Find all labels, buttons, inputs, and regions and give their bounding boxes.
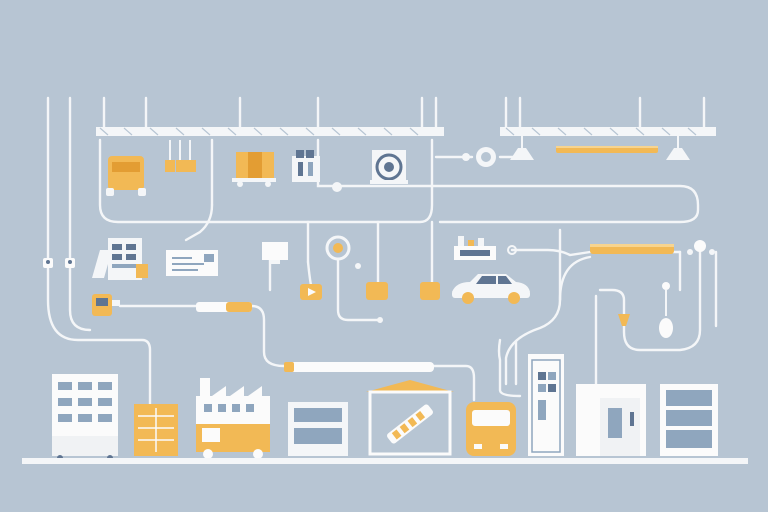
- cargo-crate-cart-icon: [232, 152, 276, 187]
- pressure-gauge-icon: [325, 235, 351, 261]
- shelving-unit-icon: [134, 404, 178, 456]
- rotary-motor-icon: [370, 150, 408, 184]
- refrigerator-icon: [576, 384, 646, 456]
- filing-cabinet-icon: [660, 384, 718, 456]
- lab-flask-icon: [659, 282, 673, 338]
- ceiling-rail-right: [500, 127, 716, 136]
- spray-nozzles-icon: [165, 140, 196, 172]
- robot-vehicle-icon: [106, 156, 146, 196]
- ground-line: [22, 458, 748, 464]
- server-tower-icon: [528, 354, 564, 456]
- sedan-car-icon: [452, 274, 530, 304]
- tube-light-icon: [590, 240, 715, 255]
- sensor-array-icon: [454, 236, 517, 260]
- valve-node-icon: [332, 147, 496, 192]
- hanging-pendant-lamp: [510, 148, 690, 160]
- factory-icon: [196, 378, 270, 459]
- junction-box-icon: [300, 263, 440, 323]
- dosing-pump-icon: [92, 294, 630, 326]
- monitor-screen-icon: [262, 242, 288, 264]
- control-cabinet-icon: [92, 238, 148, 280]
- storage-rack-icon: [288, 402, 348, 456]
- ceiling-light-bar: [556, 146, 658, 153]
- delivery-van-icon: [466, 402, 516, 456]
- padlock-icon: [43, 258, 75, 268]
- conveyor-card-icon: [166, 250, 218, 276]
- ceiling-rail-left: [96, 127, 444, 136]
- office-building-icon: [52, 374, 118, 461]
- fluid-pipe-icon: [196, 302, 434, 372]
- battery-pack-icon: [292, 150, 320, 182]
- warehouse-icon: [366, 380, 454, 456]
